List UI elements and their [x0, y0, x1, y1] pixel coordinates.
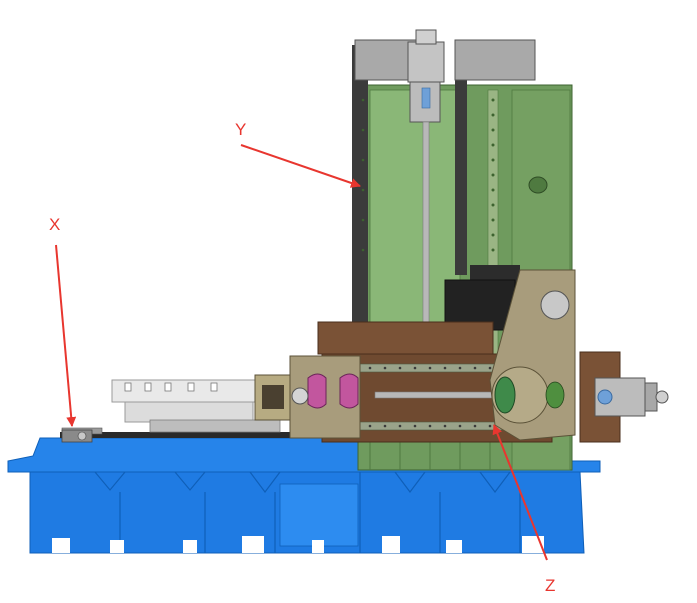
z-axis-label: Z — [545, 576, 556, 595]
workpiece-fixture — [254, 355, 361, 439]
y-axis-motor — [354, 29, 536, 373]
x-arrow — [55, 244, 77, 427]
z-axis-motor — [594, 377, 669, 417]
x-axis-label: X — [49, 215, 61, 234]
x-axis-end-block — [61, 429, 93, 443]
y-arrow — [240, 144, 361, 188]
z-arrow — [492, 424, 548, 561]
axis-arrows — [55, 144, 548, 561]
y-axis-label: Y — [235, 120, 247, 139]
